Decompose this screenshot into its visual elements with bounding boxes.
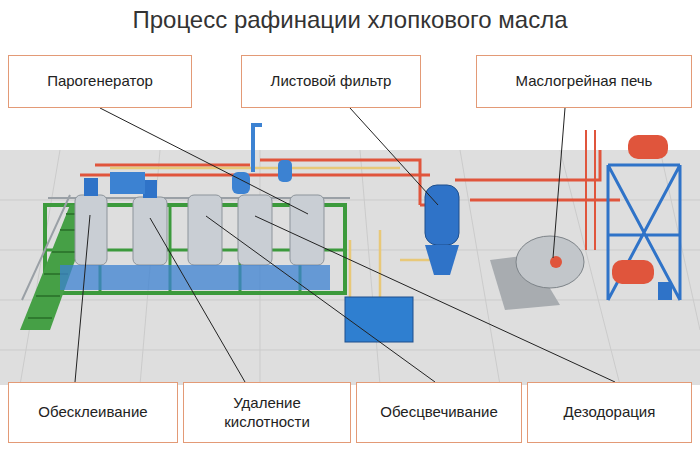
- drum: [658, 282, 672, 300]
- burner: [550, 256, 562, 268]
- label-box: Маслогрейная печь: [476, 55, 692, 108]
- label-text: Обесклеивание: [30, 399, 155, 426]
- steam-tank: [290, 195, 324, 265]
- neutralizing-tank: [133, 197, 167, 265]
- leaf-filter: [425, 185, 459, 245]
- filter-cone: [425, 245, 459, 275]
- label-text: Удаление кислотности: [184, 390, 350, 436]
- label-text: Обесцвечивание: [372, 399, 506, 426]
- label-text: Парогенератор: [39, 68, 161, 95]
- title: Процесс рафинации хлопкового масла: [0, 6, 700, 34]
- blue-vessel: [110, 172, 145, 194]
- blue-vessel: [278, 160, 292, 182]
- label-box: Обесклеивание: [8, 382, 178, 443]
- label-box: Дезодорация: [527, 382, 692, 443]
- oil-box-tank: [345, 297, 413, 342]
- label-box: Парогенератор: [8, 55, 192, 108]
- top-tank: [628, 135, 668, 159]
- degumming-tank: [75, 195, 107, 265]
- red-pipes: [586, 130, 595, 250]
- oil-heating-furnace: [516, 236, 584, 288]
- deodorizing-tank: [238, 195, 272, 265]
- label-box: Обесцвечивание: [356, 382, 522, 443]
- vacuum-pipe: [253, 125, 262, 172]
- motor: [143, 180, 157, 198]
- label-box: Листовой фильтр: [241, 55, 421, 108]
- leader-lines: [75, 108, 615, 382]
- motor: [84, 178, 98, 196]
- pump-base: [60, 265, 330, 290]
- label-text: Маслогрейная печь: [508, 68, 661, 95]
- label-text: Дезодорация: [556, 399, 664, 426]
- bleaching-tank: [188, 195, 222, 265]
- bottom-tank: [612, 260, 654, 284]
- label-text: Листовой фильтр: [263, 68, 400, 95]
- tower-frame: [608, 165, 680, 300]
- label-box: Удаление кислотности: [183, 382, 351, 443]
